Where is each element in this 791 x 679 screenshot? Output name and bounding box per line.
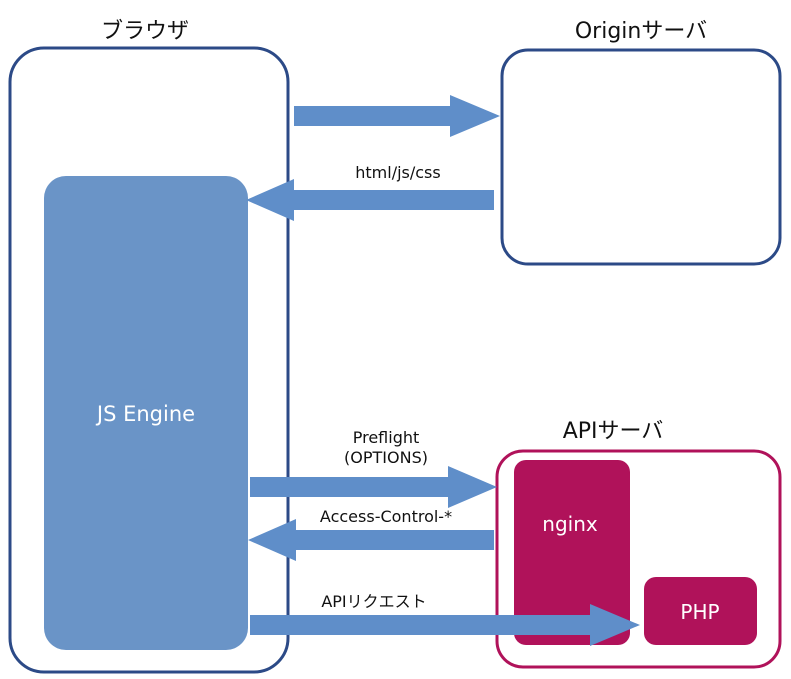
arrow-request-to-origin xyxy=(294,95,500,137)
arrow-preflight xyxy=(250,466,497,508)
php-block: PHP xyxy=(644,577,757,645)
origin-server-title: Originサーバ xyxy=(575,19,707,44)
origin-server-frame xyxy=(500,48,782,266)
arrow-api-request xyxy=(250,604,640,646)
origin-server-box: Originサーバ xyxy=(500,19,782,266)
nginx-label: nginx xyxy=(542,512,598,536)
js-engine-label: JS Engine xyxy=(95,402,195,426)
php-box xyxy=(644,577,757,645)
nginx-block: nginx xyxy=(514,460,630,645)
origin-response-label: html/js/css xyxy=(355,163,440,182)
preflight-label-line1: Preflight xyxy=(353,428,420,447)
nginx-box xyxy=(514,460,630,645)
browser-title: ブラウザ xyxy=(101,19,189,44)
php-label: PHP xyxy=(680,600,719,624)
access-control-label: Access-Control-* xyxy=(320,507,452,526)
preflight-label-line2: (OPTIONS) xyxy=(344,448,428,467)
api-server-title: APIサーバ xyxy=(563,419,664,444)
js-engine-block xyxy=(44,176,248,650)
arrow-access-control xyxy=(248,519,494,561)
arrow-origin-response xyxy=(246,179,494,221)
api-request-label: APIリクエスト xyxy=(321,592,426,611)
js-engine: JS Engine xyxy=(44,176,248,650)
